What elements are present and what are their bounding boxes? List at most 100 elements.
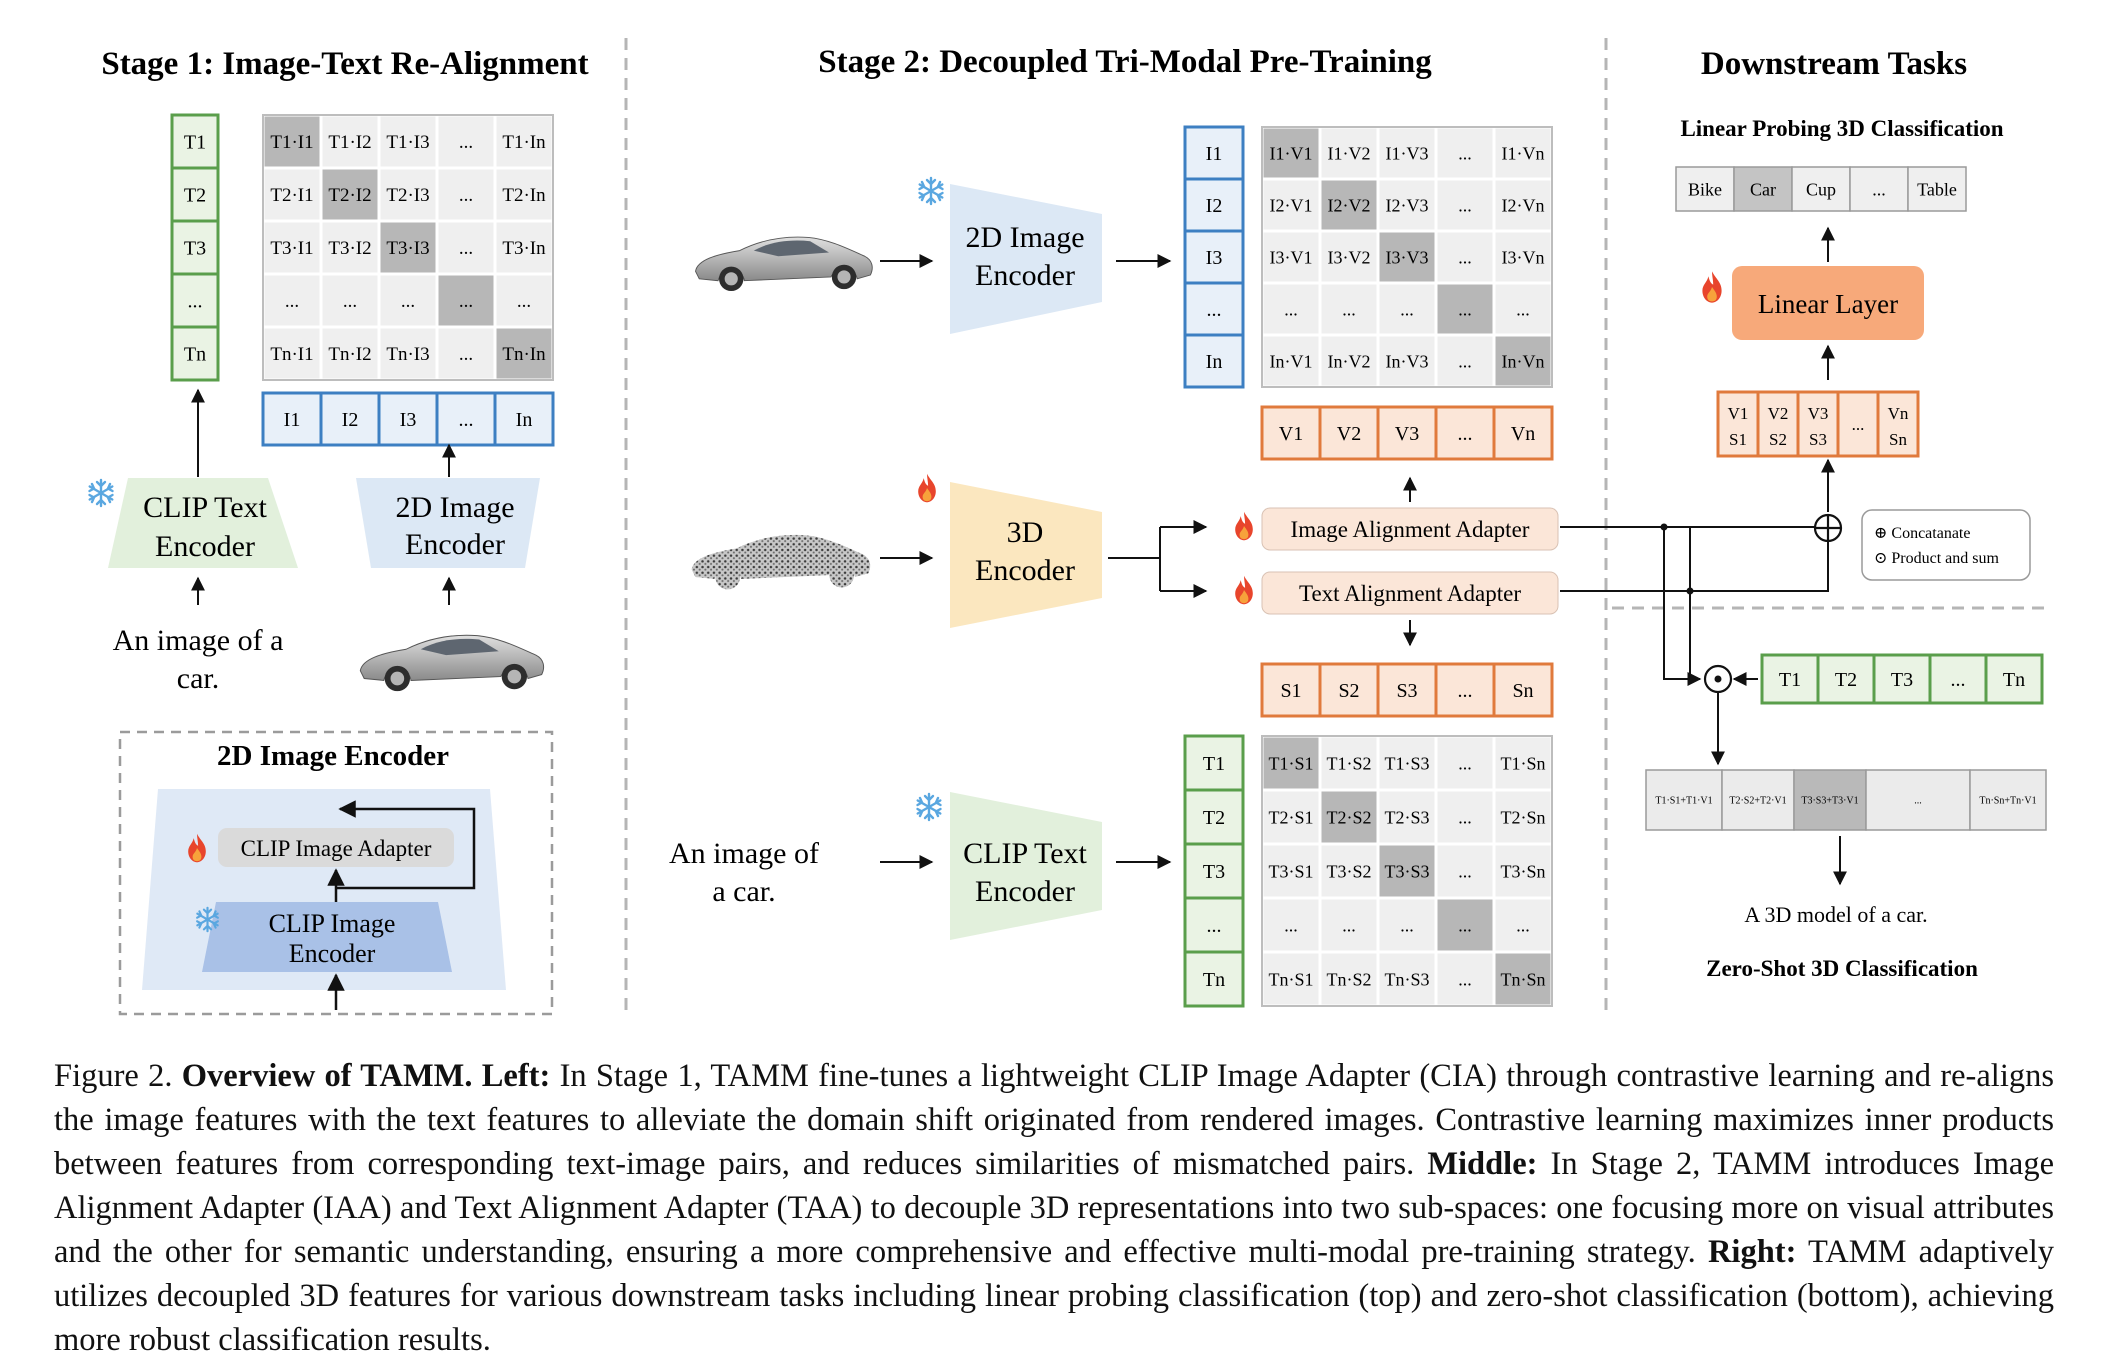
image-token: ...	[1207, 299, 1222, 321]
text-3d-cell: ...	[1458, 969, 1472, 989]
text-token: ...	[1951, 669, 1966, 691]
svg-text:Encoder: Encoder	[155, 530, 255, 563]
visual-feature-token: V1	[1279, 423, 1303, 445]
svg-text:An image of a: An image of a	[113, 624, 284, 657]
image-3d-cell: I2·V2	[1328, 195, 1371, 215]
visual-feature-token-box	[1492, 405, 1554, 461]
semantic-feature-token: S3	[1396, 680, 1417, 702]
zero-shot-score: Tn·Sn+Tn·V1	[1979, 796, 2036, 807]
tamm-overview-diagram: Stage 1: Image-Text Re-Alignment T1T2T3.…	[88, 38, 2047, 1016]
text-token: T2	[1203, 807, 1225, 829]
svg-text:Encoder: Encoder	[975, 554, 1075, 587]
concat-token: ...	[1852, 415, 1865, 434]
image-3d-cell: I3·Vn	[1502, 247, 1545, 267]
image-3d-cell: ...	[1458, 299, 1472, 319]
svg-text:a car.: a car.	[712, 875, 775, 908]
text-token: ...	[1207, 915, 1222, 937]
text-3d-cell: Tn·S3	[1385, 969, 1430, 989]
text-3d-cell: ...	[1284, 915, 1298, 935]
zero-shot-score: ...	[1914, 796, 1922, 807]
image-3d-cell: I3·V1	[1270, 247, 1313, 267]
concat-token-box	[1876, 390, 1920, 458]
image-token: I2	[342, 409, 359, 431]
text-alignment-adapter: Text Alignment Adapter	[1261, 571, 1559, 615]
class-label-box	[1849, 166, 1909, 212]
visual-feature-token: Vn	[1511, 423, 1535, 445]
image-token: I3	[400, 409, 417, 431]
text-token: T3	[1203, 861, 1225, 883]
image-token: I1	[1206, 143, 1223, 165]
semantic-feature-token: S1	[1280, 680, 1301, 702]
similarity-cell: Tn·I3	[386, 344, 429, 365]
similarity-cell: ...	[285, 291, 299, 312]
similarity-cell-box	[319, 219, 381, 276]
class-label-box	[1733, 166, 1793, 212]
text-3d-cell: T3·Sn	[1501, 861, 1546, 881]
image-3d-cell: In·V1	[1270, 351, 1313, 371]
stage-2-clip-text-encoder: CLIP Text Encoder	[950, 792, 1102, 940]
text-token: ...	[188, 291, 203, 313]
similarity-cell-box	[493, 113, 555, 170]
image-3d-cell-box	[1492, 229, 1554, 285]
stage-1-clip-text-encoder: CLIP Text Encoder	[108, 478, 298, 568]
image-3d-cell: ...	[1342, 299, 1356, 319]
similarity-cell: ...	[459, 344, 473, 365]
frozen-snowflake-icon	[916, 792, 942, 822]
text-3d-cell: T3·S2	[1327, 861, 1372, 881]
text-3d-cell: T1·Sn	[1501, 753, 1546, 773]
similarity-cell-box	[377, 113, 439, 170]
text-3d-cell: T2·S3	[1385, 807, 1430, 827]
frozen-snowflake-icon	[88, 478, 114, 508]
class-label: Bike	[1688, 179, 1722, 199]
image-token: ...	[459, 409, 474, 431]
text-token: T3	[1891, 669, 1913, 691]
product-sum-node	[1703, 664, 1733, 694]
similarity-cell: T1·I1	[270, 132, 313, 153]
text-3d-cell: T1·S2	[1327, 753, 1372, 773]
zero-shot-score-box	[1645, 769, 1723, 831]
class-label-box	[1907, 166, 1967, 212]
similarity-cell-box	[435, 219, 497, 276]
zero-shot-score-box	[1969, 769, 2047, 831]
stage-1-title: Stage 1: Image-Text Re-Alignment	[101, 46, 588, 82]
svg-text:Image Alignment Adapter: Image Alignment Adapter	[1291, 517, 1530, 542]
clip-image-adapter	[218, 828, 454, 867]
similarity-cell: ...	[343, 291, 357, 312]
text-token-box	[170, 325, 220, 382]
trainable-flame-icon	[1235, 511, 1253, 541]
text-3d-cell: ...	[1458, 807, 1472, 827]
similarity-cell: ...	[459, 185, 473, 206]
svg-text:Encoder: Encoder	[405, 528, 505, 561]
svg-text:⊙ Product and sum: ⊙ Product and sum	[1874, 550, 2000, 567]
concat-token-visual: V3	[1808, 404, 1829, 423]
image-3d-cell: I2·V1	[1270, 195, 1313, 215]
text-3d-cell-box	[1492, 842, 1554, 900]
image-3d-cell: I1·V2	[1328, 143, 1371, 163]
text-3d-cell: ...	[1400, 915, 1414, 935]
similarity-cell: T2·In	[502, 185, 546, 206]
similarity-cell-box	[377, 272, 439, 329]
image-encoder-detail-box: 2D Image Encoder CLIP Image Adapter CLIP…	[118, 730, 554, 1016]
text-3d-cell: ...	[1516, 915, 1530, 935]
svg-text:Encoder: Encoder	[289, 939, 376, 968]
image-token-box	[1183, 125, 1245, 181]
text-token-box	[1760, 653, 1820, 705]
similarity-cell: T2·I3	[386, 185, 429, 206]
image-3d-cell: I1·V3	[1386, 143, 1429, 163]
text-3d-cell: T3·S1	[1269, 861, 1314, 881]
image-token: In	[1206, 351, 1223, 373]
class-label: Table	[1917, 179, 1957, 199]
similarity-cell: ...	[401, 291, 415, 312]
text-token: T1	[1779, 669, 1801, 691]
concat-token-semantic: Sn	[1889, 430, 1907, 449]
similarity-cell: Tn·I2	[328, 344, 371, 365]
image-token-box	[1183, 229, 1245, 285]
class-label-box	[1791, 166, 1851, 212]
concat-token-box	[1756, 390, 1800, 458]
text-token: T2	[1835, 669, 1857, 691]
